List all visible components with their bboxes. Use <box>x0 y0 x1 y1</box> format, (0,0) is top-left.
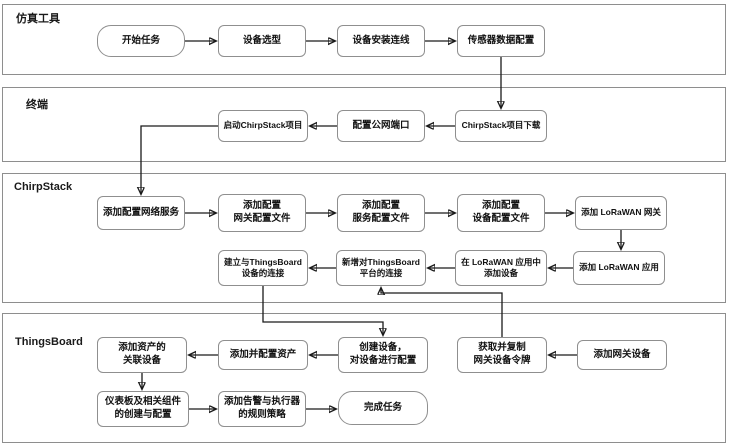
node-finish-task: 完成任务 <box>338 391 428 425</box>
node-sensor-data-config: 传感器数据配置 <box>457 25 545 57</box>
node-alarm-actuator-rules: 添加告警与执行器 的规则策略 <box>218 391 306 427</box>
node-device-install-wiring: 设备安装连线 <box>337 25 425 57</box>
node-add-gateway-config-file: 添加配置 网关配置文件 <box>218 194 306 232</box>
node-add-service-config-file: 添加配置 服务配置文件 <box>337 194 425 232</box>
lane-label-terminal: 终端 <box>26 99 48 111</box>
node-create-configure-device: 创建设备， 对设备进行配置 <box>338 337 428 373</box>
node-dashboard-creation-config: 仪表板及相关组件 的创建与配置 <box>97 391 189 427</box>
node-add-network-service-config: 添加配置网络服务 <box>97 196 185 230</box>
node-connect-thingsboard-device: 建立与ThingsBoard 设备的连接 <box>218 250 308 286</box>
node-device-selection: 设备选型 <box>218 25 306 57</box>
node-add-lorawan-app: 添加 LoRaWAN 应用 <box>573 251 665 285</box>
node-add-gateway-device: 添加网关设备 <box>577 340 667 370</box>
lane-label-thingsboard: ThingsBoard <box>15 336 83 348</box>
node-add-device-in-lorawan-app: 在 LoRaWAN 应用中 添加设备 <box>455 250 547 286</box>
lane-label-chirpstack: ChirpStack <box>14 181 73 193</box>
lane-label-simulation-tool: 仿真工具 <box>16 13 60 25</box>
node-add-device-config-file: 添加配置 设备配置文件 <box>457 194 545 232</box>
node-chirpstack-project-download: ChirpStack项目下载 <box>455 110 547 142</box>
node-start-task: 开始任务 <box>97 25 185 57</box>
node-add-lorawan-gateway: 添加 LoRaWAN 网关 <box>575 196 667 230</box>
node-add-asset-related-device: 添加资产的 关联设备 <box>97 337 187 373</box>
node-connect-thingsboard-platform: 新增对ThingsBoard 平台的连接 <box>336 250 426 286</box>
node-configure-public-port: 配置公网端口 <box>337 110 425 142</box>
node-get-copy-gateway-token: 获取并复制 网关设备令牌 <box>457 337 547 373</box>
node-add-configure-asset: 添加并配置资产 <box>218 340 308 370</box>
node-start-chirpstack-project: 启动ChirpStack项目 <box>218 110 308 142</box>
